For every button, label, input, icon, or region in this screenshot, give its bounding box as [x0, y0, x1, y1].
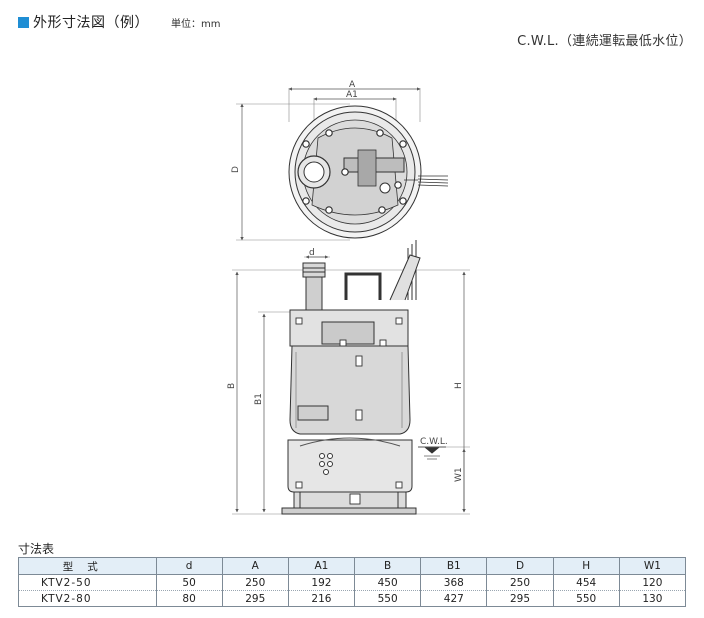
table-header-row: 型式 d A A1 B B1 D H W1 — [18, 557, 687, 575]
label-B: B — [227, 383, 237, 389]
cwl-note: C.W.L.（連続運転最低水位） — [517, 34, 692, 49]
cell-d: 80 — [155, 590, 223, 607]
cell-B1: 427 — [420, 590, 488, 607]
cell-H: 454 — [552, 574, 620, 591]
cell-W1: 130 — [618, 590, 687, 607]
table-row: KTV2-80 80 295 216 550 427 295 550 130 — [18, 590, 687, 607]
label-A1: A1 — [346, 90, 358, 100]
cell-H: 550 — [552, 590, 620, 607]
spec-table: 型式 d A A1 B B1 D H W1 KTV2-50 50 250 192… — [18, 557, 687, 607]
cell-model: KTV2-80 — [18, 590, 157, 607]
cell-B1: 368 — [420, 574, 488, 591]
label-D: D — [231, 166, 241, 173]
label-B1: B1 — [254, 393, 264, 405]
label-cwl: C.W.L. — [420, 437, 448, 447]
col-header-d: d — [155, 557, 223, 575]
label-d: d — [309, 248, 315, 258]
col-header-A: A — [221, 557, 289, 575]
col-header-D: D — [486, 557, 554, 575]
unit-label: 単位：mm — [171, 19, 221, 30]
label-A: A — [349, 80, 356, 90]
cell-A1: 216 — [287, 590, 356, 607]
cell-A1: 192 — [287, 574, 356, 591]
cell-A: 250 — [221, 574, 289, 591]
cell-D: 295 — [486, 590, 554, 607]
header-square-icon — [18, 17, 29, 28]
label-H: H — [454, 382, 464, 389]
table-title: 寸法表 — [18, 542, 55, 556]
table-row: KTV2-50 50 250 192 450 368 250 454 120 — [18, 574, 687, 591]
cell-B: 450 — [354, 574, 422, 591]
col-header-A1: A1 — [287, 557, 356, 575]
side-view — [232, 240, 470, 515]
page-title: 外形寸法図（例） — [33, 15, 149, 31]
cell-model: KTV2-50 — [18, 574, 157, 591]
top-view — [236, 87, 449, 241]
col-header-B: B — [354, 557, 422, 575]
cell-W1: 120 — [618, 574, 687, 591]
label-W1: W1 — [454, 467, 464, 482]
col-header-H: H — [552, 557, 620, 575]
col-header-W1: W1 — [618, 557, 687, 575]
cell-B: 550 — [354, 590, 422, 607]
cell-d: 50 — [155, 574, 223, 591]
col-header-model: 型式 — [18, 557, 157, 575]
cell-A: 295 — [221, 590, 289, 607]
dimension-drawing: A A1 D — [227, 80, 470, 515]
cell-D: 250 — [486, 574, 554, 591]
col-header-B1: B1 — [420, 557, 488, 575]
header: 外形寸法図（例） 単位：mm — [18, 12, 220, 32]
